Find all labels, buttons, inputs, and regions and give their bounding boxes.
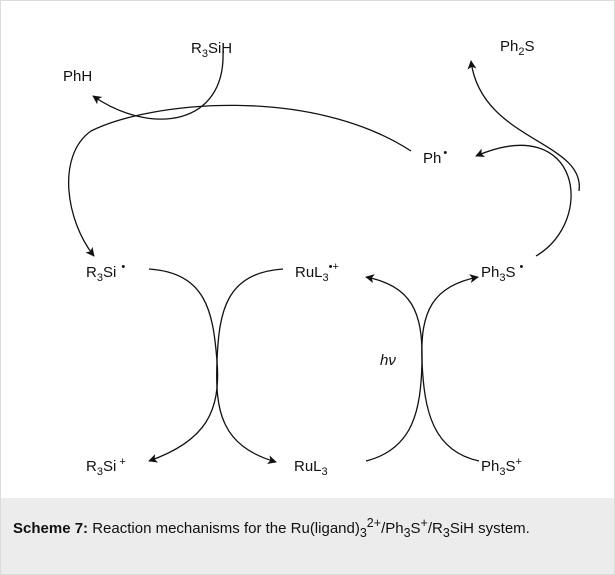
reaction-scheme: R3SiH PhH Ph2S Ph• R3Si• RuL3•+ Ph3S• hν… — [63, 38, 580, 478]
caption-text-a: Reaction mechanisms for the Ru(ligand) — [92, 520, 360, 537]
caption-sup-c: + — [420, 516, 428, 530]
label-r3si-cation: R3Si+ — [86, 456, 126, 478]
label-rul3: RuL3 — [294, 458, 328, 478]
label-ph3s-cation: Ph3S+ — [481, 456, 522, 478]
scheme-caption: Scheme 7: Reaction mechanisms for the Ru… — [1, 498, 614, 574]
caption-sup-a: 2+ — [366, 516, 382, 530]
arrow-r3sih-to-phh — [92, 50, 224, 120]
label-phh: PhH — [63, 68, 92, 85]
label-r3sih: R3SiH — [191, 40, 232, 60]
caption-sub-b: 3 — [403, 526, 411, 540]
caption-sub-d: 3 — [442, 526, 450, 540]
label-r3si-radical: R3Si• — [86, 261, 125, 284]
label-ph2s: Ph2S — [500, 38, 535, 58]
label-hv: hν — [380, 352, 396, 369]
arrow-ph3s-radical-to-ph2s — [467, 60, 580, 192]
label-rul3-radical-cation: RuL3•+ — [295, 261, 339, 284]
arrow-rul3-radical-cation-to-rul3 — [216, 268, 284, 465]
arrow-r3si-radical-to-r3si-cation — [148, 268, 219, 463]
label-ph-radical: Ph• — [423, 147, 447, 167]
label-ph3s-radical: Ph3S• — [481, 261, 524, 284]
caption-label: Scheme 7: — [13, 520, 89, 537]
caption-text-c: S — [410, 520, 421, 537]
caption-text-b: /Ph — [381, 520, 404, 537]
arrow-ph3s-radical-to-ph-radical — [475, 144, 572, 257]
arrow-ph3s-cation-to-ph3s-radical — [421, 274, 480, 462]
caption-sub-a: 3 — [359, 526, 367, 540]
arrow-ph-radical-to-r3si-radical — [67, 104, 412, 257]
arrow-rul3-to-rul3-radical-cation-hv — [365, 274, 423, 462]
caption-text-e: SiH system. — [449, 520, 530, 537]
caption-text-d: /R — [427, 520, 443, 537]
